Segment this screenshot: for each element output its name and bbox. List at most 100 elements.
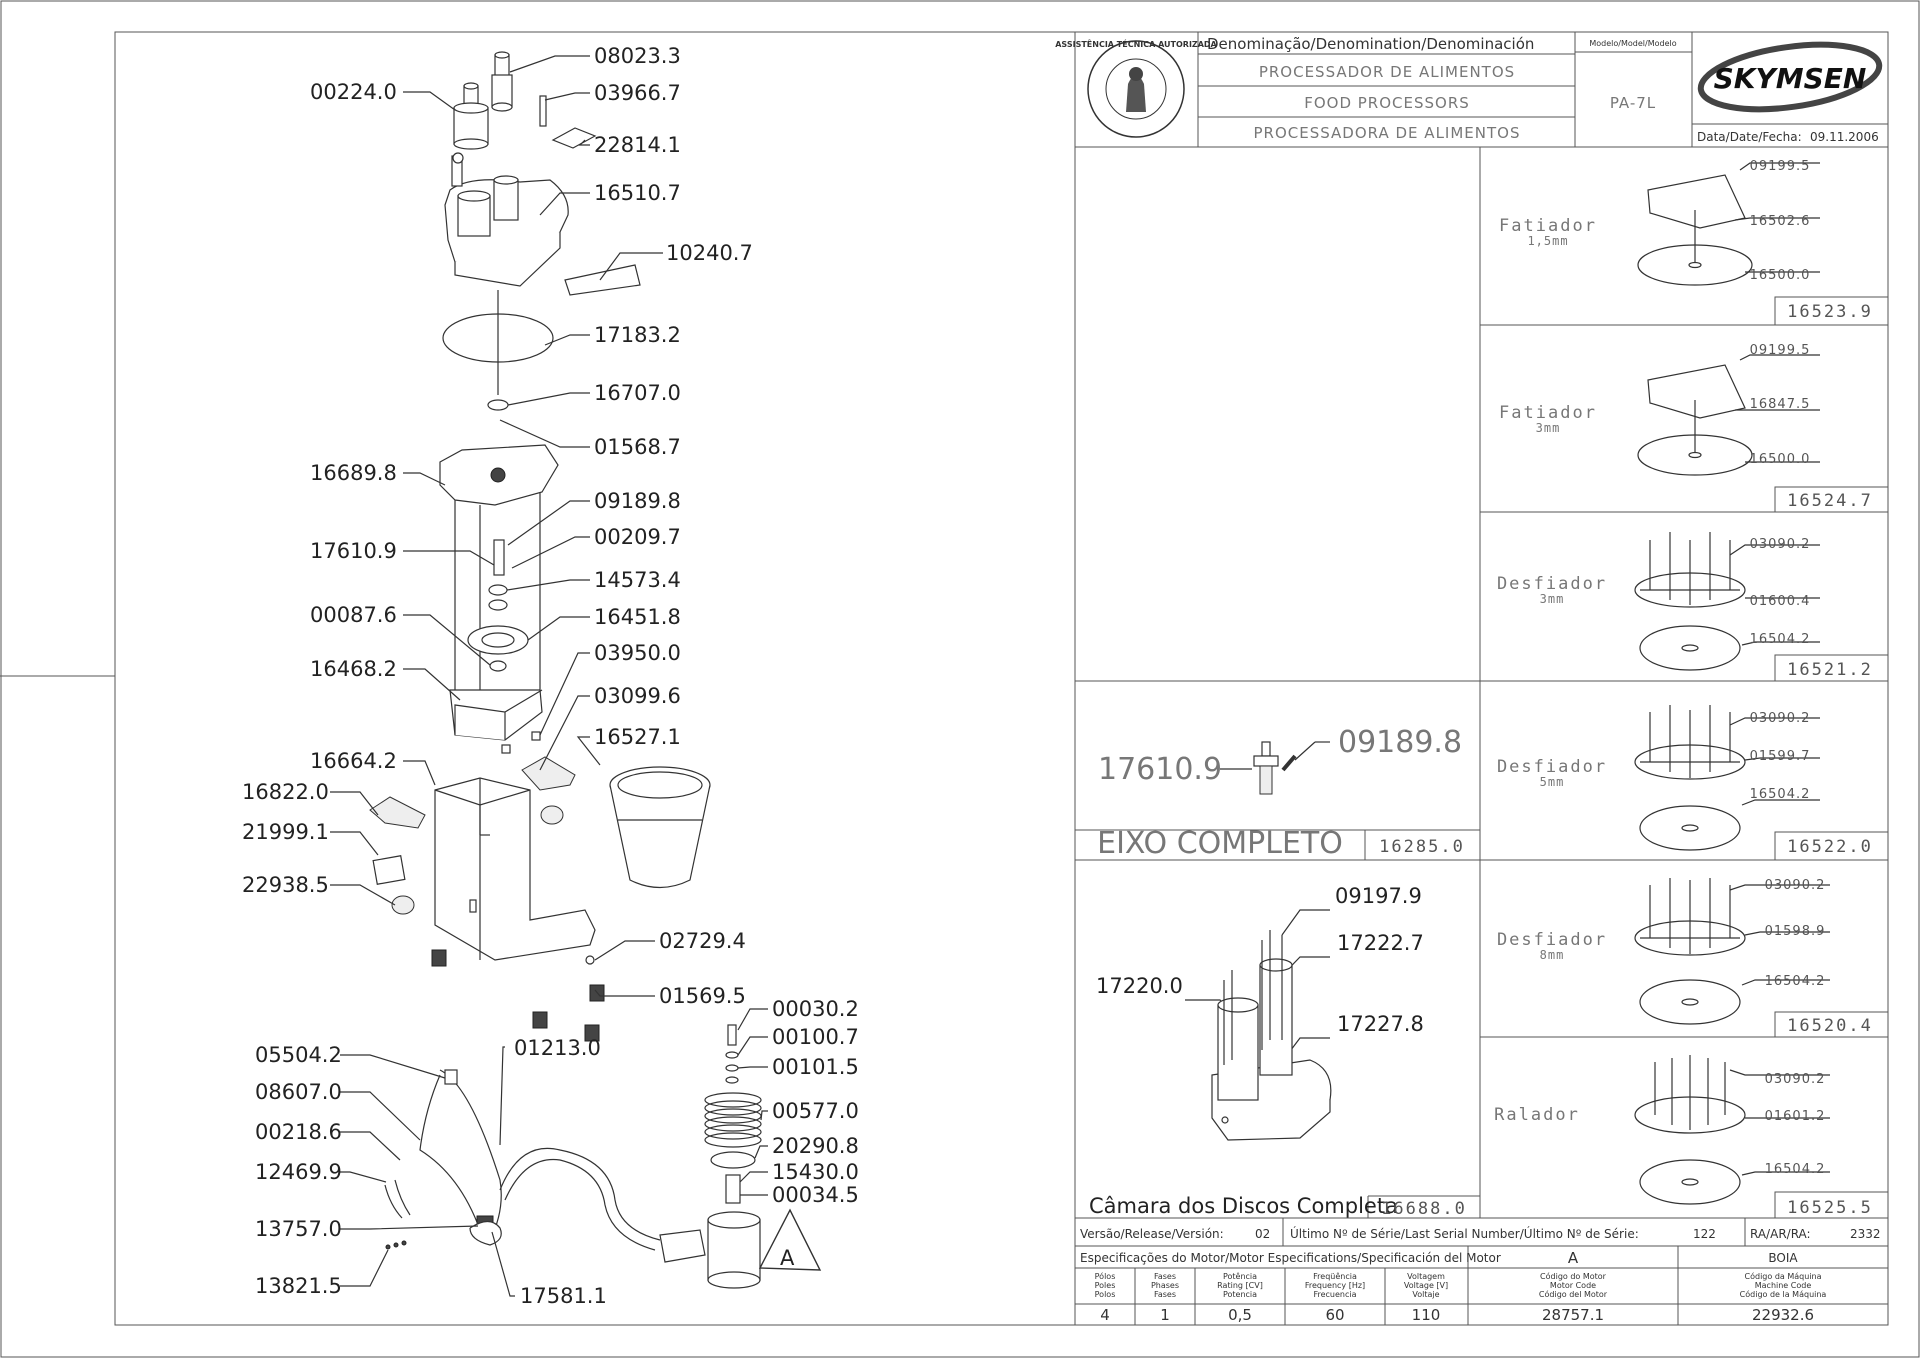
- label-20290-8: 20290.8: [772, 1134, 859, 1158]
- camara-label-3: 17220.0: [1096, 974, 1183, 998]
- panel-5-part-2: 01598.9: [1765, 924, 1826, 939]
- denomination-header: Denominação/Denomination/Denominación: [1207, 35, 1534, 53]
- label-16510-7: 16510.7: [594, 181, 681, 205]
- label-16468-2: 16468.2: [310, 657, 397, 681]
- label-21999-1: 21999.1: [242, 820, 329, 844]
- chamber-icon: [1211, 930, 1332, 1141]
- eixo-label-2: 09189.8: [1338, 725, 1462, 760]
- label-16664-2: 16664.2: [310, 749, 397, 773]
- authorized-seal: ASSISTÊNCIA TÉCNICA AUTORIZADA: [1055, 38, 1218, 138]
- h-volt-1: Voltagem: [1407, 1272, 1445, 1281]
- panel-fatiador-3: Fatiador 3mm 09199.5 16847.5 16500.0 165…: [1499, 343, 1888, 512]
- shaft-icon: [1253, 741, 1297, 795]
- right-grid: [1074, 147, 1888, 1325]
- seal-text: ASSISTÊNCIA TÉCNICA AUTORIZADA: [1055, 38, 1217, 49]
- label-22814-1: 22814.1: [594, 133, 681, 157]
- v-rating: 0,5: [1228, 1306, 1252, 1324]
- panel-6-part-3: 16504.2: [1765, 1162, 1826, 1177]
- label-00224-0: 00224.0: [310, 80, 397, 104]
- panel-1-part-3: 16500.0: [1750, 268, 1811, 283]
- label-plate: [564, 264, 641, 296]
- main-labels: 08023.3 00224.0 03966.7 22814.1 16510.7 …: [242, 44, 859, 1308]
- panel-5-size: 8mm: [1540, 948, 1565, 962]
- label-17183-2: 17183.2: [594, 323, 681, 347]
- v-motor-code: 28757.1: [1542, 1306, 1604, 1324]
- bracket: [449, 689, 543, 741]
- panel-2-size: 3mm: [1536, 421, 1561, 435]
- screw-icon: [539, 95, 547, 127]
- panel-3-part-1: 03090.2: [1750, 537, 1811, 552]
- camara-panel: 09197.9 17222.7 17220.0 17227.8 Câmara d…: [1089, 884, 1480, 1219]
- label-01213-0: 01213.0: [514, 1036, 601, 1060]
- ra-label: RA/AR/RA:: [1750, 1227, 1811, 1241]
- sticker-icon: [551, 127, 597, 149]
- eixo-label-1: 17610.9: [1098, 752, 1222, 787]
- panel-4-part-2: 01599.7: [1750, 749, 1811, 764]
- label-17610-9: 17610.9: [310, 539, 397, 563]
- model-value: PA-7L: [1610, 94, 1656, 112]
- panel-desfiador-8: Desfiador 8mm 03090.2 01598.9 16504.2 16…: [1497, 878, 1888, 1037]
- pusher-large: [453, 82, 489, 150]
- panel-1-code: 16523.9: [1787, 302, 1873, 322]
- panel-2-part-1: 09199.5: [1750, 343, 1811, 358]
- h-motor-2: Motor Code: [1550, 1281, 1596, 1290]
- switch-icon: [521, 756, 576, 791]
- label-03099-6: 03099.6: [594, 684, 681, 708]
- panel-4-part-1: 03090.2: [1750, 711, 1811, 726]
- panel-2-name: Fatiador: [1499, 403, 1597, 423]
- col-a: A: [1568, 1249, 1579, 1267]
- panel-2-part-3: 16500.0: [1750, 452, 1811, 467]
- panel-3-size: 3mm: [1540, 592, 1565, 606]
- h-poles-2: Poles: [1095, 1281, 1116, 1290]
- label-03966-7: 03966.7: [594, 81, 681, 105]
- capacitor: [659, 1211, 761, 1289]
- brand-name: SKYMSEN: [1714, 62, 1867, 95]
- name-en: FOOD PROCESSORS: [1304, 94, 1470, 112]
- panel-3-name: Desfiador: [1497, 574, 1607, 594]
- v-volt: 110: [1412, 1306, 1441, 1324]
- panel-3-code: 16521.2: [1787, 660, 1873, 680]
- version-value: 02: [1255, 1227, 1270, 1241]
- spring: [704, 1092, 762, 1148]
- panel-4-code: 16522.0: [1787, 837, 1873, 857]
- spec-values: 4 1 0,5 60 110 28757.1 22932.6: [1100, 1306, 1814, 1324]
- h-rating-1: Potência: [1223, 1271, 1257, 1281]
- label-16527-1: 16527.1: [594, 725, 681, 749]
- label-00100-7: 00100.7: [772, 1025, 859, 1049]
- label-00030-2: 00030.2: [772, 997, 859, 1021]
- exploded-view: [369, 51, 822, 1289]
- camara-label-4: 17227.8: [1337, 1012, 1424, 1036]
- footer-table: Versão/Release/Versión: 02 Último Nº de …: [1075, 1218, 1888, 1325]
- h-machine-1: Código da Máquina: [1745, 1271, 1822, 1281]
- label-05504-2: 05504.2: [255, 1043, 342, 1067]
- h-phases-3: Fases: [1154, 1290, 1176, 1299]
- serial-value: 122: [1693, 1227, 1716, 1241]
- serial-label: Último Nº de Série/Last Serial Number/Úl…: [1290, 1226, 1639, 1241]
- panel-3-part-2: 01600.4: [1750, 594, 1811, 609]
- label-16822-0: 16822.0: [242, 780, 329, 804]
- label-16707-0: 16707.0: [594, 381, 681, 405]
- panel-desfiador-3: Desfiador 3mm 03090.2 01600.4 16504.2 16…: [1497, 532, 1888, 681]
- name-pt: PROCESSADOR DE ALIMENTOS: [1259, 63, 1515, 81]
- eixo-code: 16285.0: [1379, 837, 1465, 857]
- label-01569-5: 01569.5: [659, 984, 746, 1008]
- brand-logo: SKYMSEN: [1697, 41, 1883, 113]
- camara-code: 16688.0: [1381, 1199, 1467, 1219]
- label-00087-6: 00087.6: [310, 603, 397, 627]
- panel-2-part-2: 16847.5: [1750, 397, 1811, 412]
- panel-desfiador-5: Desfiador 5mm 03090.2 01599.7 16504.2 16…: [1497, 705, 1888, 860]
- feet: [431, 949, 605, 1042]
- h-machine-2: Machine Code: [1755, 1281, 1812, 1290]
- date-label: Data/Date/Fecha:: [1697, 130, 1802, 144]
- title-block: ASSISTÊNCIA TÉCNICA AUTORIZADA Denominaç…: [1055, 31, 1889, 148]
- panel-fatiador-1-5: Fatiador 1,5mm 09199.5 16502.6 16500.0 1…: [1499, 159, 1888, 325]
- ra-value: 2332: [1850, 1227, 1881, 1241]
- panel-ralador: Ralador 03090.2 01601.2 16504.2 16525.5: [1494, 1055, 1888, 1218]
- eixo-title: EIXO COMPLETO: [1097, 826, 1343, 861]
- panel-4-part-3: 16504.2: [1750, 787, 1811, 802]
- panel-4-name: Desfiador: [1497, 757, 1607, 777]
- version-label: Versão/Release/Versión:: [1080, 1227, 1224, 1241]
- label-09189-8: 09189.8: [594, 489, 681, 513]
